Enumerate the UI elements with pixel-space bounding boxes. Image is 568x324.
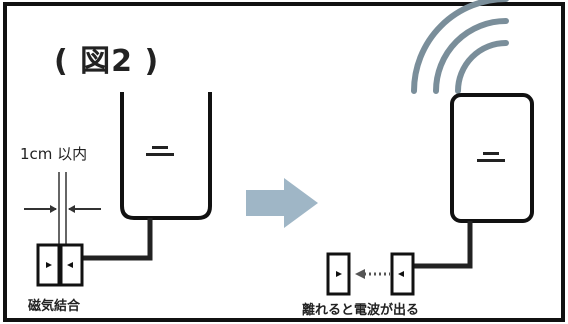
right-device-emblem bbox=[477, 152, 505, 162]
left-wire bbox=[82, 218, 153, 261]
magnetic-coupling-label: 磁気結合 bbox=[28, 299, 81, 314]
right-device-housing bbox=[450, 93, 534, 223]
transition-arrow bbox=[246, 178, 318, 228]
radio-emission-label: 離れると電波が出る bbox=[302, 303, 420, 318]
radio-waves-icon bbox=[411, 0, 509, 94]
right-sensor-pair bbox=[326, 252, 415, 296]
left-device-emblem bbox=[146, 146, 174, 156]
right-wire bbox=[412, 221, 473, 269]
diagram-title: ( 図2 ) bbox=[54, 44, 160, 79]
left-sensor-pair bbox=[36, 243, 84, 287]
diagram-border bbox=[3, 2, 565, 322]
separation-arrow bbox=[355, 269, 390, 279]
distance-indicator bbox=[24, 172, 101, 250]
left-device-housing bbox=[120, 92, 212, 220]
distance-label: 1cm 以内 bbox=[20, 145, 88, 163]
